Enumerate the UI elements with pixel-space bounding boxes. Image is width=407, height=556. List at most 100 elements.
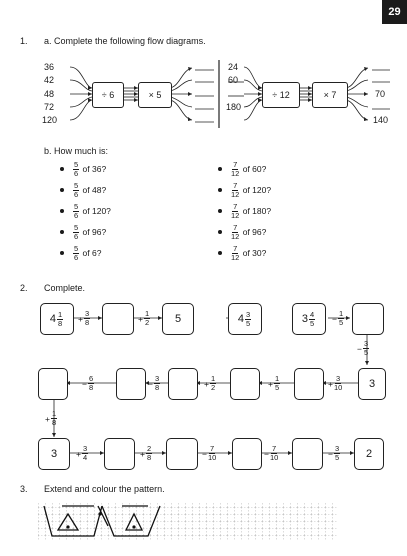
- denominator: 5: [245, 318, 251, 328]
- denominator: 12: [231, 189, 240, 199]
- denominator: 10: [207, 453, 217, 462]
- item-text: of 96?: [242, 227, 267, 237]
- sign: −: [328, 448, 333, 459]
- sign: −: [264, 448, 269, 459]
- denominator: 6: [74, 252, 79, 262]
- value-text: 2: [365, 448, 373, 460]
- row2-box-5[interactable]: [294, 368, 324, 400]
- row2-box-2[interactable]: [116, 368, 146, 400]
- d2-input-1: 24: [228, 62, 239, 72]
- d1-op1-box: ÷ 6: [92, 82, 124, 108]
- row3-box-1[interactable]: [104, 438, 135, 470]
- q3-number: 3.: [20, 484, 28, 494]
- denominator: 8: [84, 318, 90, 327]
- bullet-icon: [60, 230, 64, 234]
- sign: +: [204, 378, 209, 389]
- row2-box-1[interactable]: [38, 368, 68, 400]
- numerator: 7: [232, 222, 239, 233]
- q2-number: 2.: [20, 283, 28, 293]
- d1-input-4: 72: [44, 102, 55, 112]
- d1-input-2: 42: [44, 75, 55, 85]
- row2-box-3[interactable]: [168, 368, 198, 400]
- denominator: 8: [88, 383, 94, 392]
- sign: −: [202, 448, 207, 459]
- numerator: 3: [362, 339, 370, 349]
- denominator: 2: [210, 383, 216, 392]
- row1-answer-box-1[interactable]: [102, 303, 134, 335]
- numerator: 4: [308, 309, 316, 320]
- denominator: 6: [74, 231, 79, 241]
- denominator: 5: [363, 348, 369, 357]
- item-text: of 60?: [242, 164, 267, 174]
- d1-op2-box: × 5: [138, 82, 172, 108]
- value-text: 5: [174, 313, 182, 325]
- numerator: 7: [232, 201, 239, 212]
- row2-box-4[interactable]: [230, 368, 260, 400]
- numerator: 3: [153, 374, 161, 384]
- sign: −: [332, 313, 337, 324]
- pattern-shape: [43, 505, 161, 537]
- denominator: 8: [51, 418, 57, 427]
- denominator: 6: [74, 168, 79, 178]
- item-text: of 180?: [242, 206, 272, 216]
- bullet-icon: [218, 167, 222, 171]
- bullet-icon: [218, 251, 222, 255]
- row1-value-box: 5: [162, 303, 194, 335]
- sign: −: [148, 378, 153, 389]
- d2-op1-box: ÷ 12: [262, 82, 300, 108]
- numerator: 7: [209, 444, 216, 454]
- denominator: 8: [146, 453, 152, 462]
- row1-answer-box-2[interactable]: [352, 303, 384, 335]
- row3-box-3[interactable]: [232, 438, 262, 470]
- denominator: 8: [154, 383, 160, 392]
- numerator: 7: [232, 180, 239, 191]
- denominator: 5: [338, 318, 344, 327]
- item-text: of 48?: [82, 185, 107, 195]
- item-text: of 96?: [82, 227, 107, 237]
- bullet-icon: [218, 188, 222, 192]
- item-text: of 120?: [82, 206, 111, 216]
- d1-input-1: 36: [44, 62, 55, 72]
- bullet-icon: [60, 188, 64, 192]
- bullet-icon: [218, 209, 222, 213]
- numerator: 7: [232, 243, 239, 254]
- row3-box-4[interactable]: [292, 438, 323, 470]
- row3-box-2[interactable]: [166, 438, 198, 470]
- bullet-icon: [60, 251, 64, 255]
- numerator: 5: [73, 243, 80, 254]
- d2-input-5: 180: [226, 102, 242, 112]
- sign: +: [138, 313, 143, 324]
- d2-output-5: 140: [373, 115, 389, 125]
